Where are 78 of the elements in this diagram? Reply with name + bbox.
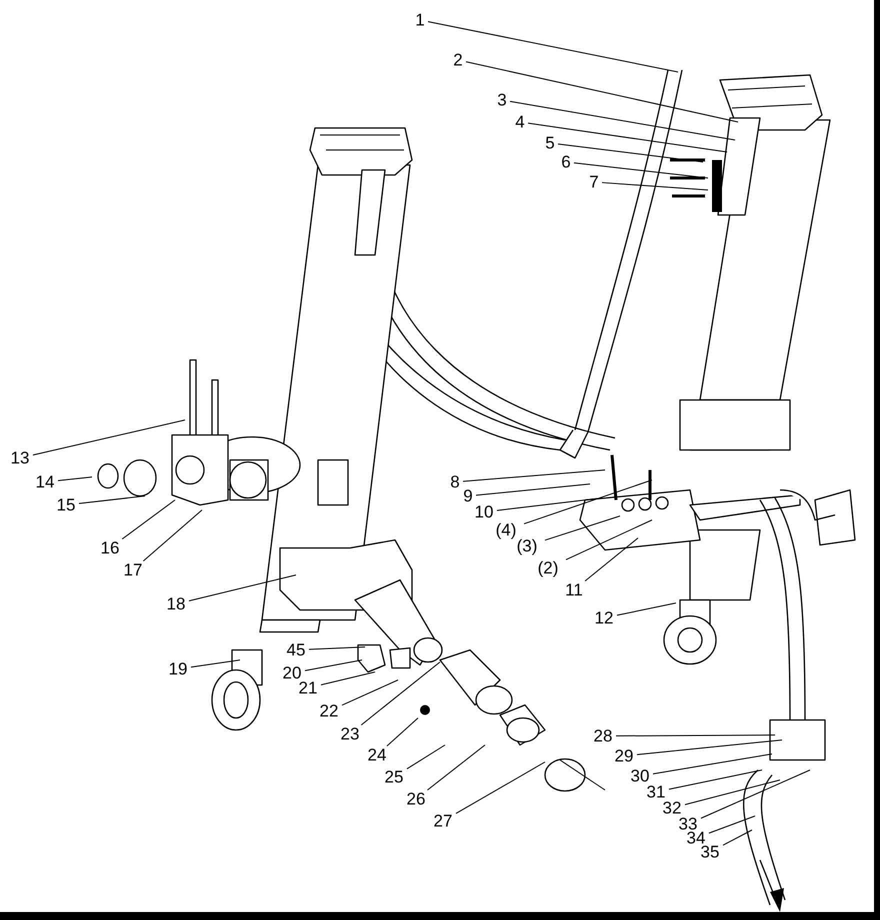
leader-line — [462, 470, 606, 482]
callout-number: 11 — [565, 582, 583, 598]
callout-number: 22 — [320, 702, 338, 720]
leader-line — [142, 510, 202, 562]
callout-number: 31 — [646, 784, 666, 800]
callout-number: 25 — [384, 768, 404, 786]
callout-number: 33 — [678, 816, 698, 832]
leader-line — [386, 718, 418, 746]
callout-number: 29 — [614, 748, 634, 764]
leader-line — [190, 660, 240, 668]
leader-line — [616, 734, 776, 736]
leader-line — [406, 744, 446, 770]
callout-number: 35 — [700, 844, 720, 860]
callout-number: 19 — [168, 660, 188, 678]
leader-line — [342, 680, 398, 706]
callout-number: 9 — [463, 488, 473, 504]
leader-line — [722, 830, 752, 846]
callout-number: 45 — [286, 642, 306, 658]
leader-line — [320, 672, 376, 686]
leader-line — [496, 498, 602, 511]
callout-number: (4) — [496, 522, 516, 538]
callout-number: 16 — [100, 540, 120, 556]
callout-number: 3 — [497, 92, 507, 108]
callout-number: 1 — [415, 12, 425, 28]
leader-line — [78, 496, 146, 504]
callout-number: 20 — [282, 664, 302, 682]
callout-number: 17 — [124, 562, 142, 578]
callout-number: 2 — [453, 52, 463, 68]
leader-line — [700, 770, 810, 819]
leader-line — [476, 484, 590, 496]
leader-line — [428, 21, 678, 72]
leader-line — [616, 602, 676, 616]
leader-line — [566, 520, 652, 560]
leader-line — [574, 162, 708, 178]
callout-number: 28 — [594, 728, 612, 744]
leader-line — [466, 61, 738, 122]
leader-line — [708, 816, 756, 834]
leader-line — [558, 144, 704, 162]
leader-line — [524, 480, 652, 524]
callout-number: (2) — [538, 560, 558, 576]
leader-line — [360, 662, 440, 726]
leader-line — [456, 762, 546, 814]
callout-number: 15 — [56, 496, 76, 514]
leader-line — [58, 476, 92, 482]
leader-line — [684, 780, 780, 806]
callout-number: 24 — [368, 746, 386, 764]
callout-number: 6 — [561, 154, 571, 170]
callout-number: 34 — [686, 830, 706, 846]
callout-number: 13 — [10, 450, 30, 466]
callout-number: 27 — [434, 812, 452, 830]
callout-number: 23 — [340, 726, 360, 742]
callout-number: (3) — [516, 538, 538, 554]
callout-number: 32 — [662, 800, 682, 816]
leader-line — [602, 182, 708, 190]
leader-line — [308, 646, 366, 650]
callout-number: 21 — [298, 680, 318, 696]
leader-line — [122, 500, 176, 540]
callout-number: 18 — [166, 596, 186, 612]
leader-line — [652, 754, 772, 774]
callout-number: 30 — [630, 768, 650, 784]
leader-line — [528, 122, 728, 152]
leader-line — [636, 740, 782, 756]
callout-number: 26 — [406, 790, 426, 808]
callout-number: 10 — [474, 504, 494, 520]
callout-number: 7 — [589, 174, 599, 190]
callout-number: 14 — [36, 474, 54, 490]
leader-line — [427, 744, 486, 790]
callout-number: 8 — [450, 474, 460, 490]
callout-number: 12 — [594, 610, 614, 626]
leader-line — [668, 770, 762, 790]
callout-number: 4 — [515, 114, 525, 130]
leader-line — [544, 516, 620, 541]
callout-number: 5 — [545, 134, 555, 152]
leader-line — [584, 538, 638, 582]
leader-line — [32, 420, 186, 456]
leader-line — [510, 100, 736, 140]
leader-line — [188, 574, 296, 602]
leader-line — [304, 660, 362, 672]
